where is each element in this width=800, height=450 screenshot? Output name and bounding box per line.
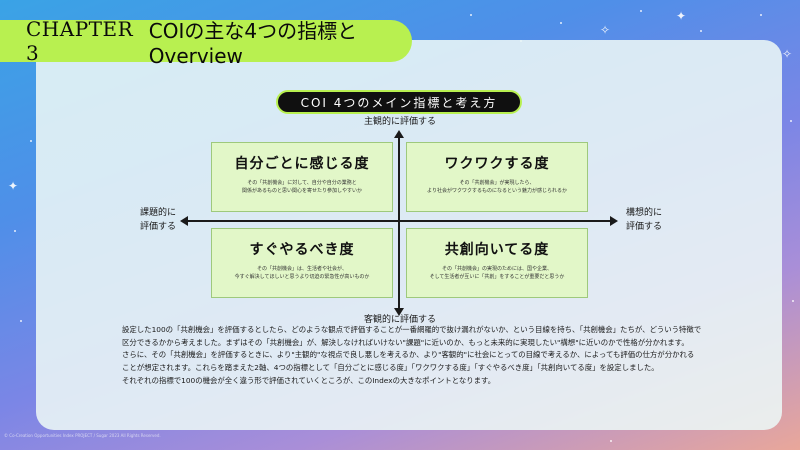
- star: [20, 320, 22, 322]
- star: [470, 14, 472, 16]
- axis-label-right-line: 評価する: [625, 222, 662, 232]
- quadrant-title: 自分ごとに感じる度: [234, 156, 370, 172]
- axis-label-right-line: 構想的に: [625, 208, 662, 218]
- vertical-axis: [398, 136, 400, 312]
- star: [790, 120, 792, 122]
- quadrant-suguyaru: すぐやるべき度 その「共創機会」は、生活者や社会が、 今すぐ解決してほしいと思う…: [211, 228, 393, 298]
- quadrant-jibungoto: 自分ごとに感じる度 その「共創機会」に対して、自分や自分の業務と 関係があるもの…: [211, 142, 393, 212]
- arrow-up-icon: [394, 130, 404, 138]
- star: [14, 230, 16, 232]
- chapter-number: CHAPTER 3: [26, 17, 134, 65]
- sparkle-icon: ✦: [676, 9, 687, 23]
- body-line: 区分できるかから考えました。まずはその「共創機会」が、解決しなければいけない"課…: [122, 337, 689, 347]
- horizontal-axis: [186, 220, 612, 222]
- copyright: © Co-Creation Opportunities Index PROJEC…: [4, 433, 161, 438]
- star: [610, 440, 612, 442]
- body-paragraph: 設定した100の「共創機会」を評価するとしたら、どのような観点で評価することが一…: [122, 324, 702, 388]
- axis-label-left-line: 評価する: [139, 222, 176, 232]
- axis-label-right: 構想的に 評価する: [616, 206, 672, 234]
- sparkle-icon: ✧: [600, 23, 611, 37]
- page-title: COIの主な4つの指標とOverview: [148, 18, 358, 68]
- axis-label-left-line: 課題的に: [139, 208, 176, 218]
- desc-line: そして生活者が互いに「共創」をすることが重要だと思うか: [429, 274, 565, 280]
- star: [30, 140, 32, 142]
- star: [760, 14, 762, 16]
- body-line: ことが想定されます。これらを踏まえた2軸、4つの指標として「自分ごとに感じる度」…: [122, 363, 659, 373]
- quadrant-description: その「共創機会」に対して、自分や自分の業務と 関係があるものと思い関心を寄せたり…: [212, 179, 392, 195]
- quadrant-kyoso: 共創向いてる度 その「共創機会」の実現のためには、国や企業、 そして生活者が互い…: [406, 228, 588, 298]
- quadrant-description: その「共創機会」が実現したら、 より社会がワクワクするものになるという魅力が感じ…: [407, 179, 587, 195]
- quadrant-description: その「共創機会」は、生活者や社会が、 今すぐ解決してほしいと思うより切迫の緊急性…: [212, 265, 392, 281]
- star: [640, 10, 642, 12]
- star: [700, 30, 702, 32]
- body-line: 設定した100の「共創機会」を評価するとしたら、どのような観点で評価することが一…: [122, 325, 702, 334]
- desc-line: その「共創機会」が実現したら、: [459, 180, 535, 186]
- body-line: さらに、その「共創機会」を評価するときに、より"主観的"な視点で良し悪しを考える…: [122, 350, 695, 360]
- star: [560, 22, 562, 24]
- quadrant-wakuwaku: ワクワクする度 その「共創機会」が実現したら、 より社会がワクワクするものになる…: [406, 142, 588, 212]
- arrow-down-icon: [394, 308, 404, 316]
- quadrant-title: すぐやるべき度: [249, 242, 355, 258]
- desc-line: その「共創機会」の実現のためには、国や企業、: [441, 266, 552, 272]
- arrow-right-icon: [610, 216, 618, 226]
- sparkle-icon: ✧: [782, 47, 793, 61]
- quadrant-title: ワクワクする度: [444, 156, 550, 172]
- desc-line: その「共創機会」に対して、自分や自分の業務と: [247, 180, 357, 186]
- axis-label-left: 課題的に 評価する: [130, 206, 186, 234]
- star: [792, 300, 794, 302]
- quadrant-description: その「共創機会」の実現のためには、国や企業、 そして生活者が互いに「共創」をする…: [407, 265, 587, 281]
- axis-label-bottom: 客観的に評価する: [363, 315, 436, 325]
- desc-line: より社会がワクワクするものになるという魅力が感じられるか: [427, 188, 567, 194]
- desc-line: 関係があるものと思い関心を寄せたり参加しやすいか: [242, 188, 362, 194]
- arrow-left-icon: [180, 216, 188, 226]
- desc-line: その「共創機会」は、生活者や社会が、: [257, 266, 347, 272]
- desc-line: 今すぐ解決してほしいと思うより切迫の緊急性が高いものか: [234, 274, 370, 280]
- quadrant-title: 共創向いてる度: [444, 242, 550, 258]
- chapter-title-bar: CHAPTER 3 COIの主な4つの指標とOverview: [0, 17, 412, 68]
- body-line: それぞれの指標で100の機会が全く違う形で評価されていくところが、このIndex…: [122, 375, 496, 385]
- axis-label-top: 主観的に評価する: [363, 117, 436, 127]
- sparkle-icon: ✦: [8, 179, 19, 193]
- diagram-heading: COI 4つのメイン指標と考え方: [276, 90, 522, 114]
